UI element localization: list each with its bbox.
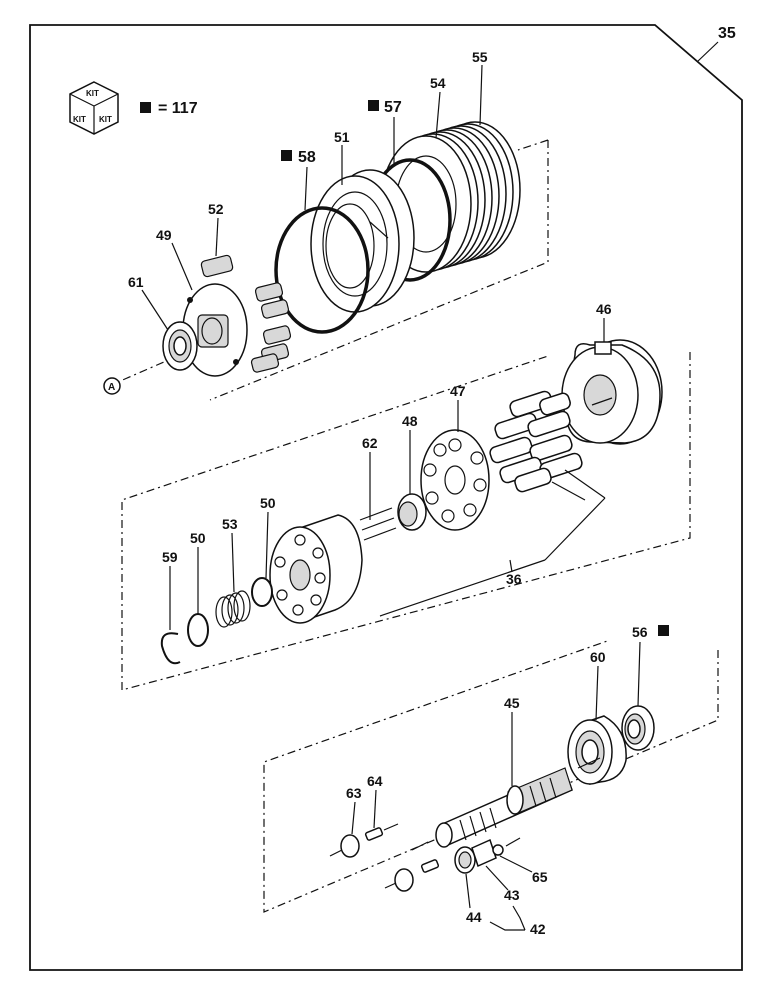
kit-legend-text: = 117: [158, 100, 198, 117]
label-59: 59: [162, 549, 178, 565]
springs-52: [200, 254, 292, 373]
label-42: 42: [530, 921, 546, 937]
label-54: 54: [430, 75, 446, 91]
pin-64: [364, 827, 384, 841]
label-47: 47: [450, 383, 466, 399]
plug-63: [340, 834, 360, 858]
label-48: 48: [402, 413, 418, 429]
retainer-plate-47: [420, 429, 490, 531]
svg-text:KIT: KIT: [99, 115, 112, 124]
label-64: 64: [367, 773, 383, 789]
label-51: 51: [334, 129, 350, 145]
bushing-44: [454, 846, 476, 874]
cylinder-block: [269, 514, 363, 624]
label-45: 45: [504, 695, 520, 711]
label-43: 43: [504, 887, 520, 903]
group3-dash-boundary: [263, 639, 719, 913]
snap-ring-59: [160, 632, 181, 665]
pins-62: [359, 507, 397, 541]
svg-text:KIT: KIT: [86, 89, 99, 98]
bracket-42: [489, 905, 526, 931]
washer-50-left: [187, 613, 209, 647]
label-55: 55: [472, 49, 488, 65]
label-57: 57: [384, 99, 402, 116]
sheet-number: 35: [718, 25, 736, 42]
svg-text:A: A: [108, 382, 115, 393]
kit-square-icon: [140, 102, 151, 113]
spring-53: [215, 590, 251, 628]
label-58: 58: [298, 149, 316, 166]
label-63: 63: [346, 785, 362, 801]
drive-shaft-45: [435, 767, 573, 848]
label-52: 52: [208, 201, 224, 217]
bearing-60: [567, 715, 627, 785]
pistons-36: [489, 390, 583, 493]
bearing-61: [162, 321, 198, 371]
label-50-right: 50: [260, 495, 276, 511]
label-65: 65: [532, 869, 548, 885]
label-60: 60: [590, 649, 606, 665]
reference-marker-a: [103, 377, 121, 395]
sheet-leader: [696, 41, 719, 63]
sleeve-43: [471, 838, 497, 868]
valve-plate-49: [182, 283, 248, 377]
plug-lower: [394, 868, 414, 892]
label-49: 49: [156, 227, 172, 243]
pin-lower: [420, 859, 440, 873]
svg-text:KIT: KIT: [73, 115, 86, 124]
label-62: 62: [362, 435, 378, 451]
label-36: 36: [506, 571, 522, 587]
label-46: 46: [596, 301, 612, 317]
label-53: 53: [222, 516, 238, 532]
label-44: 44: [466, 909, 482, 925]
label-50-left: 50: [190, 530, 206, 546]
washer-50-right: [251, 577, 273, 607]
ball-guide-48: [397, 493, 427, 531]
label-61: 61: [128, 274, 144, 290]
kit-legend: KIT KIT KIT = 117: [69, 81, 198, 135]
piston-51: [310, 169, 415, 313]
ball-65: [492, 844, 504, 856]
bracket-36: [379, 469, 606, 617]
label-56: 56: [632, 624, 648, 640]
group1-dash-boundary: [209, 139, 549, 401]
kit-box-icon: KIT KIT KIT: [69, 81, 119, 135]
o-ring-58: [274, 206, 370, 334]
swash-ring-46: [561, 339, 663, 445]
oil-seal-56: [621, 705, 655, 751]
diagram-frame: [29, 24, 743, 971]
